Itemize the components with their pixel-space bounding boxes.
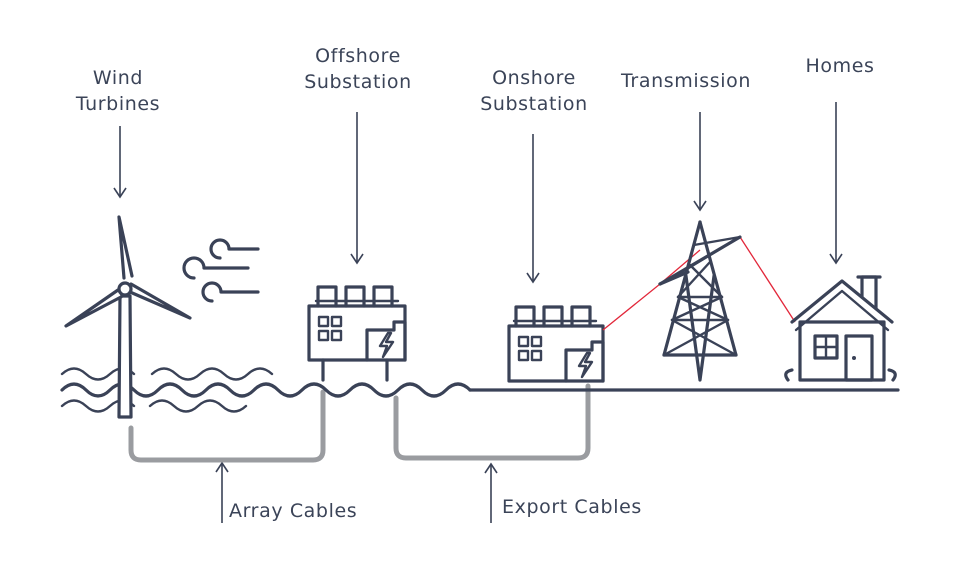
sea-waves-bottom bbox=[60, 399, 248, 413]
wind-turbine-icon bbox=[64, 215, 192, 419]
offshore-substation-label-line1: Offshore bbox=[315, 45, 401, 67]
homes-arrow bbox=[829, 102, 843, 265]
onshore-substation-icon bbox=[507, 305, 605, 383]
transmission-tower-icon bbox=[658, 220, 742, 382]
offshore-substation-label-line2: Substation bbox=[304, 71, 412, 93]
export-cable bbox=[393, 383, 591, 461]
homes-label: Homes bbox=[805, 55, 874, 77]
power-line-tower-to-house bbox=[739, 236, 796, 323]
offshore-substation-arrow bbox=[350, 112, 364, 265]
wind-turbines-label-line2: Turbines bbox=[75, 93, 160, 115]
transmission-label: Transmission bbox=[620, 70, 751, 92]
onshore-substation-arrow bbox=[526, 134, 540, 284]
wind-gust-icon bbox=[182, 238, 260, 303]
array-cables-arrow bbox=[215, 461, 229, 523]
export-cables-label: Export Cables bbox=[502, 496, 642, 518]
array-cable bbox=[128, 389, 326, 463]
array-cables-label: Array Cables bbox=[229, 500, 357, 522]
sea-waves-upper bbox=[60, 367, 274, 381]
transmission-arrow bbox=[693, 112, 707, 212]
wind-turbines-arrow bbox=[113, 126, 127, 199]
house-icon bbox=[784, 275, 897, 382]
wind-turbines-label-line1: Wind bbox=[93, 67, 143, 89]
onshore-substation-label-line1: Onshore bbox=[492, 67, 576, 89]
offshore-substation-icon bbox=[307, 285, 407, 382]
onshore-substation-label-line2: Substation bbox=[480, 93, 588, 115]
export-cables-arrow bbox=[484, 462, 498, 523]
